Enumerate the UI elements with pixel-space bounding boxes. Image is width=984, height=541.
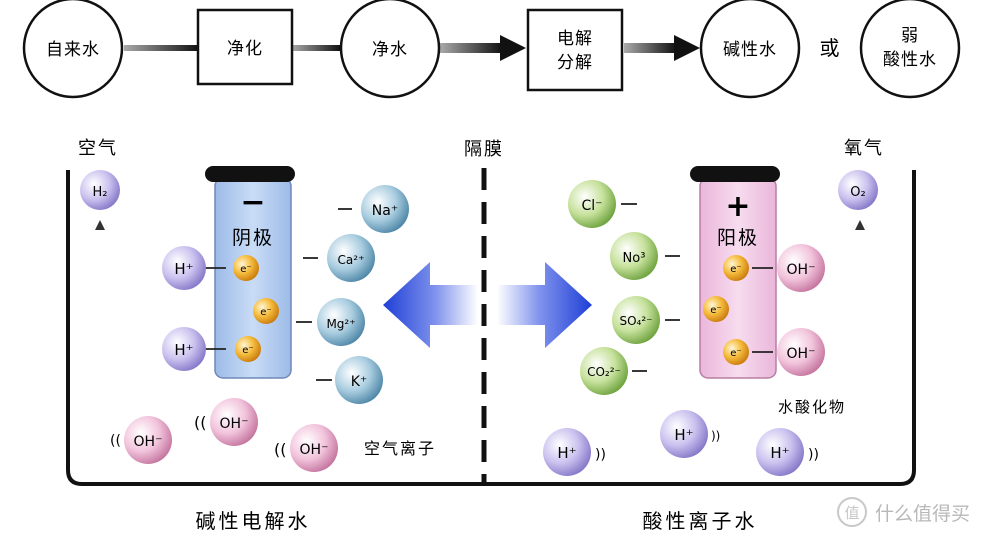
flow-node-electrolysis: 电解 分解 bbox=[526, 8, 624, 92]
potassium-ion: K⁺ bbox=[335, 356, 383, 404]
flow-node-tap-water-label: 自来水 bbox=[46, 40, 100, 60]
hydrogen-ion-right-2: H⁺ )) bbox=[660, 410, 720, 458]
flow-connector-1 bbox=[124, 45, 198, 51]
flow-node-purify-label: 净化 bbox=[227, 39, 263, 59]
svg-text:((: (( bbox=[110, 433, 121, 449]
flow-arrow-1 bbox=[440, 35, 526, 61]
svg-text:Na⁺: Na⁺ bbox=[372, 203, 398, 219]
svg-text:Ca²⁺: Ca²⁺ bbox=[338, 253, 365, 267]
flow-or-label: 或 bbox=[820, 36, 841, 60]
electron-anode-2: e⁻ bbox=[703, 296, 729, 322]
anode-label: 阳极 bbox=[717, 227, 759, 249]
sodium-ion: Na⁺ bbox=[361, 185, 409, 233]
svg-text:OH⁻: OH⁻ bbox=[134, 434, 163, 450]
electron-cathode-1: e⁻ bbox=[233, 255, 259, 281]
electron-cathode-2: e⁻ bbox=[253, 298, 279, 324]
oxygen-label: 氧气 bbox=[844, 138, 884, 159]
svg-text:OH⁻: OH⁻ bbox=[300, 442, 329, 458]
flow-node-weak-acid-water: 弱 酸性水 bbox=[859, 0, 961, 99]
svg-text:e⁻: e⁻ bbox=[730, 264, 741, 275]
hydrogen-gas-molecule: H₂ bbox=[80, 170, 120, 210]
svg-text:e⁻: e⁻ bbox=[260, 307, 271, 318]
cathode-label: 阴极 bbox=[232, 227, 274, 249]
air-label: 空气 bbox=[78, 138, 118, 159]
site-watermark: 值 什么值得买 bbox=[836, 497, 970, 527]
svg-text:((: (( bbox=[194, 413, 206, 432]
svg-text:OH⁻: OH⁻ bbox=[787, 262, 816, 278]
tank-outline bbox=[66, 170, 916, 486]
svg-text:OH⁻: OH⁻ bbox=[787, 346, 816, 362]
flow-node-electrolysis-label-1: 电解 bbox=[557, 29, 593, 49]
alkaline-water-caption: 碱性电解水 bbox=[196, 509, 311, 533]
cathode-sign: − bbox=[240, 185, 265, 220]
svg-text:)): )) bbox=[711, 429, 720, 443]
electron-anode-3: e⁻ bbox=[723, 339, 749, 365]
oxygen-gas-molecule: O₂ bbox=[838, 170, 878, 210]
flow-arrow-2 bbox=[624, 35, 700, 61]
flow-node-purify: 净化 bbox=[196, 8, 294, 86]
flow-node-electrolysis-label-2: 分解 bbox=[557, 53, 593, 73]
watermark-text: 什么值得买 bbox=[874, 502, 970, 525]
svg-text:H₂: H₂ bbox=[93, 185, 108, 200]
svg-text:)): )) bbox=[808, 447, 819, 463]
air-ions-label: 空气离子 bbox=[364, 439, 436, 458]
svg-text:Mg²⁺: Mg²⁺ bbox=[326, 317, 355, 331]
electrolysis-tank bbox=[66, 168, 916, 486]
svg-text:H⁺: H⁺ bbox=[174, 260, 193, 278]
attraction-marks bbox=[203, 203, 773, 381]
electron-cathode-3: e⁻ bbox=[235, 336, 261, 362]
flow-node-weak-acid-label-1: 弱 bbox=[901, 26, 919, 46]
hydrogen-ion-cathode-1: H⁺ bbox=[162, 246, 206, 290]
svg-text:H⁺: H⁺ bbox=[770, 444, 789, 462]
migration-arrow-right bbox=[497, 262, 592, 348]
svg-text:OH⁻: OH⁻ bbox=[220, 416, 249, 432]
svg-text:e⁻: e⁻ bbox=[240, 264, 251, 275]
svg-text:)): )) bbox=[595, 447, 606, 463]
hydroxide-ion-anode-2: OH⁻ bbox=[777, 328, 825, 376]
flow-connector-2 bbox=[292, 45, 340, 51]
acidic-water-caption: 酸性离子水 bbox=[643, 509, 758, 533]
flow-node-weak-acid-label-2: 酸性水 bbox=[883, 50, 937, 70]
sulfate-ion: SO₄²⁻ bbox=[612, 296, 660, 344]
hydroxide-label: 水酸化物 bbox=[778, 398, 846, 416]
nitrate-ion: No³ bbox=[610, 232, 658, 280]
flow-node-tap-water: 自来水 bbox=[22, 0, 124, 99]
membrane-label: 隔膜 bbox=[464, 139, 504, 160]
flow-node-alkaline-water: 碱性水 bbox=[699, 0, 801, 99]
svg-text:H⁺: H⁺ bbox=[557, 444, 576, 462]
svg-text:H⁺: H⁺ bbox=[674, 426, 693, 444]
carbonate-ion: CO₂²⁻ bbox=[580, 347, 628, 395]
chloride-ion: Cl⁻ bbox=[568, 180, 616, 228]
migration-arrow-left bbox=[383, 262, 478, 348]
anode-sign: + bbox=[725, 189, 750, 224]
svg-text:e⁻: e⁻ bbox=[730, 348, 741, 359]
svg-text:((: (( bbox=[274, 440, 286, 459]
electron-anode-1: e⁻ bbox=[723, 255, 749, 281]
svg-text:SO₄²⁻: SO₄²⁻ bbox=[619, 314, 652, 328]
hydrogen-ion-right-1: H⁺ )) bbox=[543, 428, 606, 476]
flow-node-alkaline-water-label: 碱性水 bbox=[723, 40, 777, 60]
flow-node-pure-water-label: 净水 bbox=[372, 40, 408, 60]
svg-text:H⁺: H⁺ bbox=[174, 341, 193, 359]
hydroxide-ion-air-3: (( OH⁻ bbox=[274, 424, 338, 472]
flow-node-pure-water: 净水 bbox=[339, 0, 441, 99]
calcium-ion: Ca²⁺ bbox=[327, 234, 375, 282]
svg-text:O₂: O₂ bbox=[850, 185, 865, 200]
svg-text:No³: No³ bbox=[623, 251, 646, 266]
hydroxide-ion-air-1: (( OH⁻ bbox=[110, 416, 172, 464]
process-flow: 自来水 净化 净水 电解 分解 碱性水 或 弱 酸性水 bbox=[22, 0, 961, 99]
oxygen-rise-arrow bbox=[855, 220, 865, 380]
hydroxide-ion-air-2: (( OH⁻ bbox=[194, 398, 258, 446]
svg-text:e⁻: e⁻ bbox=[710, 305, 721, 316]
watermark-badge-icon: 值 bbox=[836, 497, 867, 527]
svg-text:CO₂²⁻: CO₂²⁻ bbox=[587, 365, 621, 379]
magnesium-ion: Mg²⁺ bbox=[317, 298, 365, 346]
svg-text:e⁻: e⁻ bbox=[242, 345, 253, 356]
hydrogen-rise-arrow bbox=[95, 220, 105, 380]
hydrogen-ion-right-3: H⁺ )) bbox=[756, 428, 819, 476]
svg-text:K⁺: K⁺ bbox=[351, 374, 368, 390]
hydrogen-ion-cathode-2: H⁺ bbox=[162, 327, 206, 371]
svg-text:Cl⁻: Cl⁻ bbox=[581, 198, 602, 214]
hydroxide-ion-anode-1: OH⁻ bbox=[777, 244, 825, 292]
